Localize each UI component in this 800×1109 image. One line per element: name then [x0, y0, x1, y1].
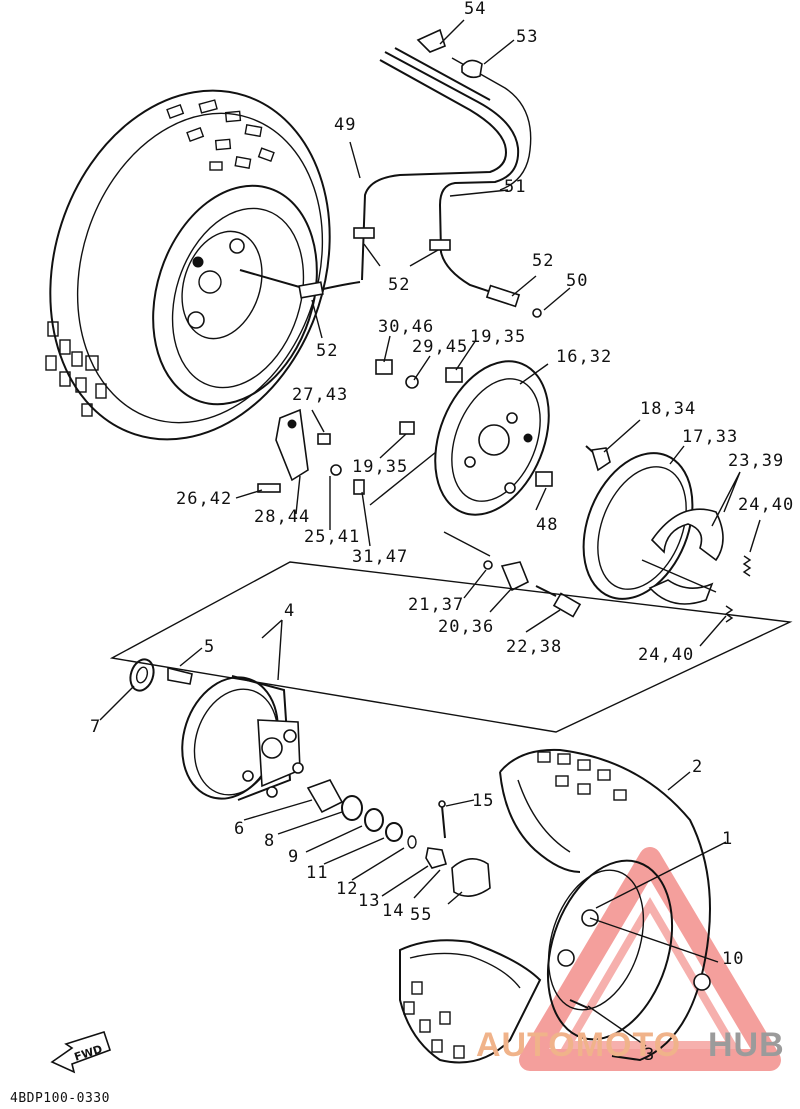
- callout-9: 9: [288, 847, 299, 867]
- brake-cable-assembly: [298, 28, 542, 318]
- brake-shoe-plate: [375, 359, 553, 516]
- callout-49: 49: [334, 115, 356, 135]
- wheel-hub: [129, 658, 491, 897]
- callout-24-40-a: 24,40: [738, 495, 794, 515]
- callout-7: 7: [90, 717, 101, 737]
- front-tire-lower: [399, 748, 711, 1064]
- callout-3: 3: [644, 1045, 655, 1065]
- callout-5: 5: [204, 637, 215, 657]
- forward-arrow-icon: FWD: [50, 1031, 112, 1074]
- callout-18-34: 18,34: [640, 399, 696, 419]
- callout-11: 11: [306, 863, 328, 883]
- callout-27-43: 27,43: [292, 385, 348, 405]
- callout-48: 48: [536, 515, 558, 535]
- callout-52-c: 52: [316, 341, 338, 361]
- callout-10: 10: [722, 949, 744, 969]
- callout-4: 4: [284, 601, 295, 621]
- callout-19-35-b: 19,35: [352, 457, 408, 477]
- assembly-bracket: [109, 451, 793, 733]
- brake-lever: [257, 408, 365, 495]
- callout-50: 50: [566, 271, 588, 291]
- callout-55: 55: [410, 905, 432, 925]
- brake-camshaft: [483, 445, 611, 618]
- callout-28-44: 28,44: [254, 507, 310, 527]
- callout-54: 54: [464, 0, 486, 19]
- callout-24-40-b: 24,40: [638, 645, 694, 665]
- callout-12: 12: [336, 879, 358, 899]
- brake-drum: [582, 452, 694, 600]
- callout-22-38: 22,38: [506, 637, 562, 657]
- watermark-text-right: HUB: [708, 1026, 785, 1064]
- callout-21-37: 21,37: [408, 595, 464, 615]
- callout-31-47: 31,47: [352, 547, 408, 567]
- callout-23-39: 23,39: [728, 451, 784, 471]
- callout-2: 2: [692, 757, 703, 777]
- callout-29-45: 29,45: [412, 337, 468, 357]
- callout-16-32: 16,32: [556, 347, 612, 367]
- callout-8: 8: [264, 831, 275, 851]
- callout-15: 15: [472, 791, 494, 811]
- leader-lines: [99, 19, 761, 1047]
- watermark-logo: AUTOMOTO HUB: [476, 1026, 785, 1064]
- callout-19-35-a: 19,35: [470, 327, 526, 347]
- callout-25-41: 25,41: [304, 527, 360, 547]
- callout-13: 13: [358, 891, 380, 911]
- callout-52-a: 52: [388, 275, 410, 295]
- callout-52-b: 52: [532, 251, 554, 271]
- callout-17-33: 17,33: [682, 427, 738, 447]
- callout-20-36: 20,36: [438, 617, 494, 637]
- rear-tire-upper: [45, 89, 331, 441]
- callout-51: 51: [504, 177, 526, 197]
- callout-26-42: 26,42: [176, 489, 232, 509]
- callout-53: 53: [516, 27, 538, 47]
- watermark-text-left: AUTOMOTO: [476, 1026, 681, 1064]
- callout-6: 6: [234, 819, 245, 839]
- diagram-code: 4BDP100-0330: [10, 1091, 110, 1106]
- callout-1: 1: [722, 829, 733, 849]
- callout-30-46: 30,46: [378, 317, 434, 337]
- callout-14: 14: [382, 901, 404, 921]
- callout-labels: 54 53 49 51 52 52 50 52 30,46 29,45 19,3…: [90, 0, 794, 1065]
- brake-shoes: [641, 508, 752, 623]
